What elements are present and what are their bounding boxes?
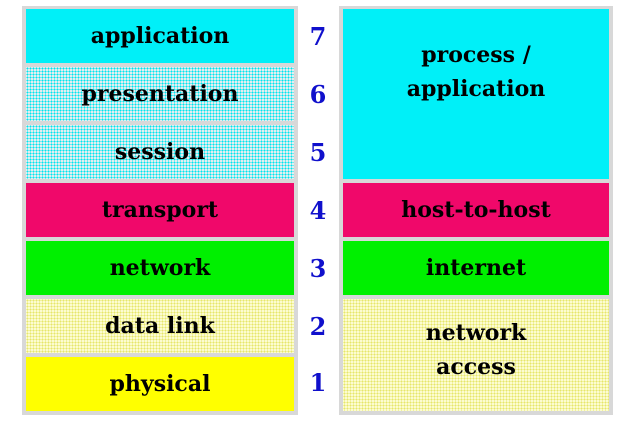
layer-number-2: 2 [309, 312, 327, 341]
layer-number-6: 6 [309, 80, 327, 109]
tcpip-layer-network-access: network access [343, 299, 609, 411]
osi-layer-transport: transport [26, 183, 294, 237]
layer-number-4: 4 [309, 196, 327, 225]
osi-layer-network: network [26, 241, 294, 295]
layer-number-1: 1 [309, 368, 327, 397]
layer-number-7: 7 [309, 22, 327, 51]
layer-number-3: 3 [309, 254, 327, 283]
tcpip-layer-process-application: process / application [343, 9, 609, 179]
osi-layer-data-link: data link [26, 299, 294, 353]
osi-layer-physical: physical [26, 357, 294, 411]
osi-layer-session: session [26, 125, 294, 179]
osi-layer-application: application [26, 9, 294, 63]
layer-number-5: 5 [309, 138, 327, 167]
osi-layer-presentation: presentation [26, 67, 294, 121]
tcpip-layer-host-to-host: host-to-host [343, 183, 609, 237]
tcpip-layer-internet: internet [343, 241, 609, 295]
